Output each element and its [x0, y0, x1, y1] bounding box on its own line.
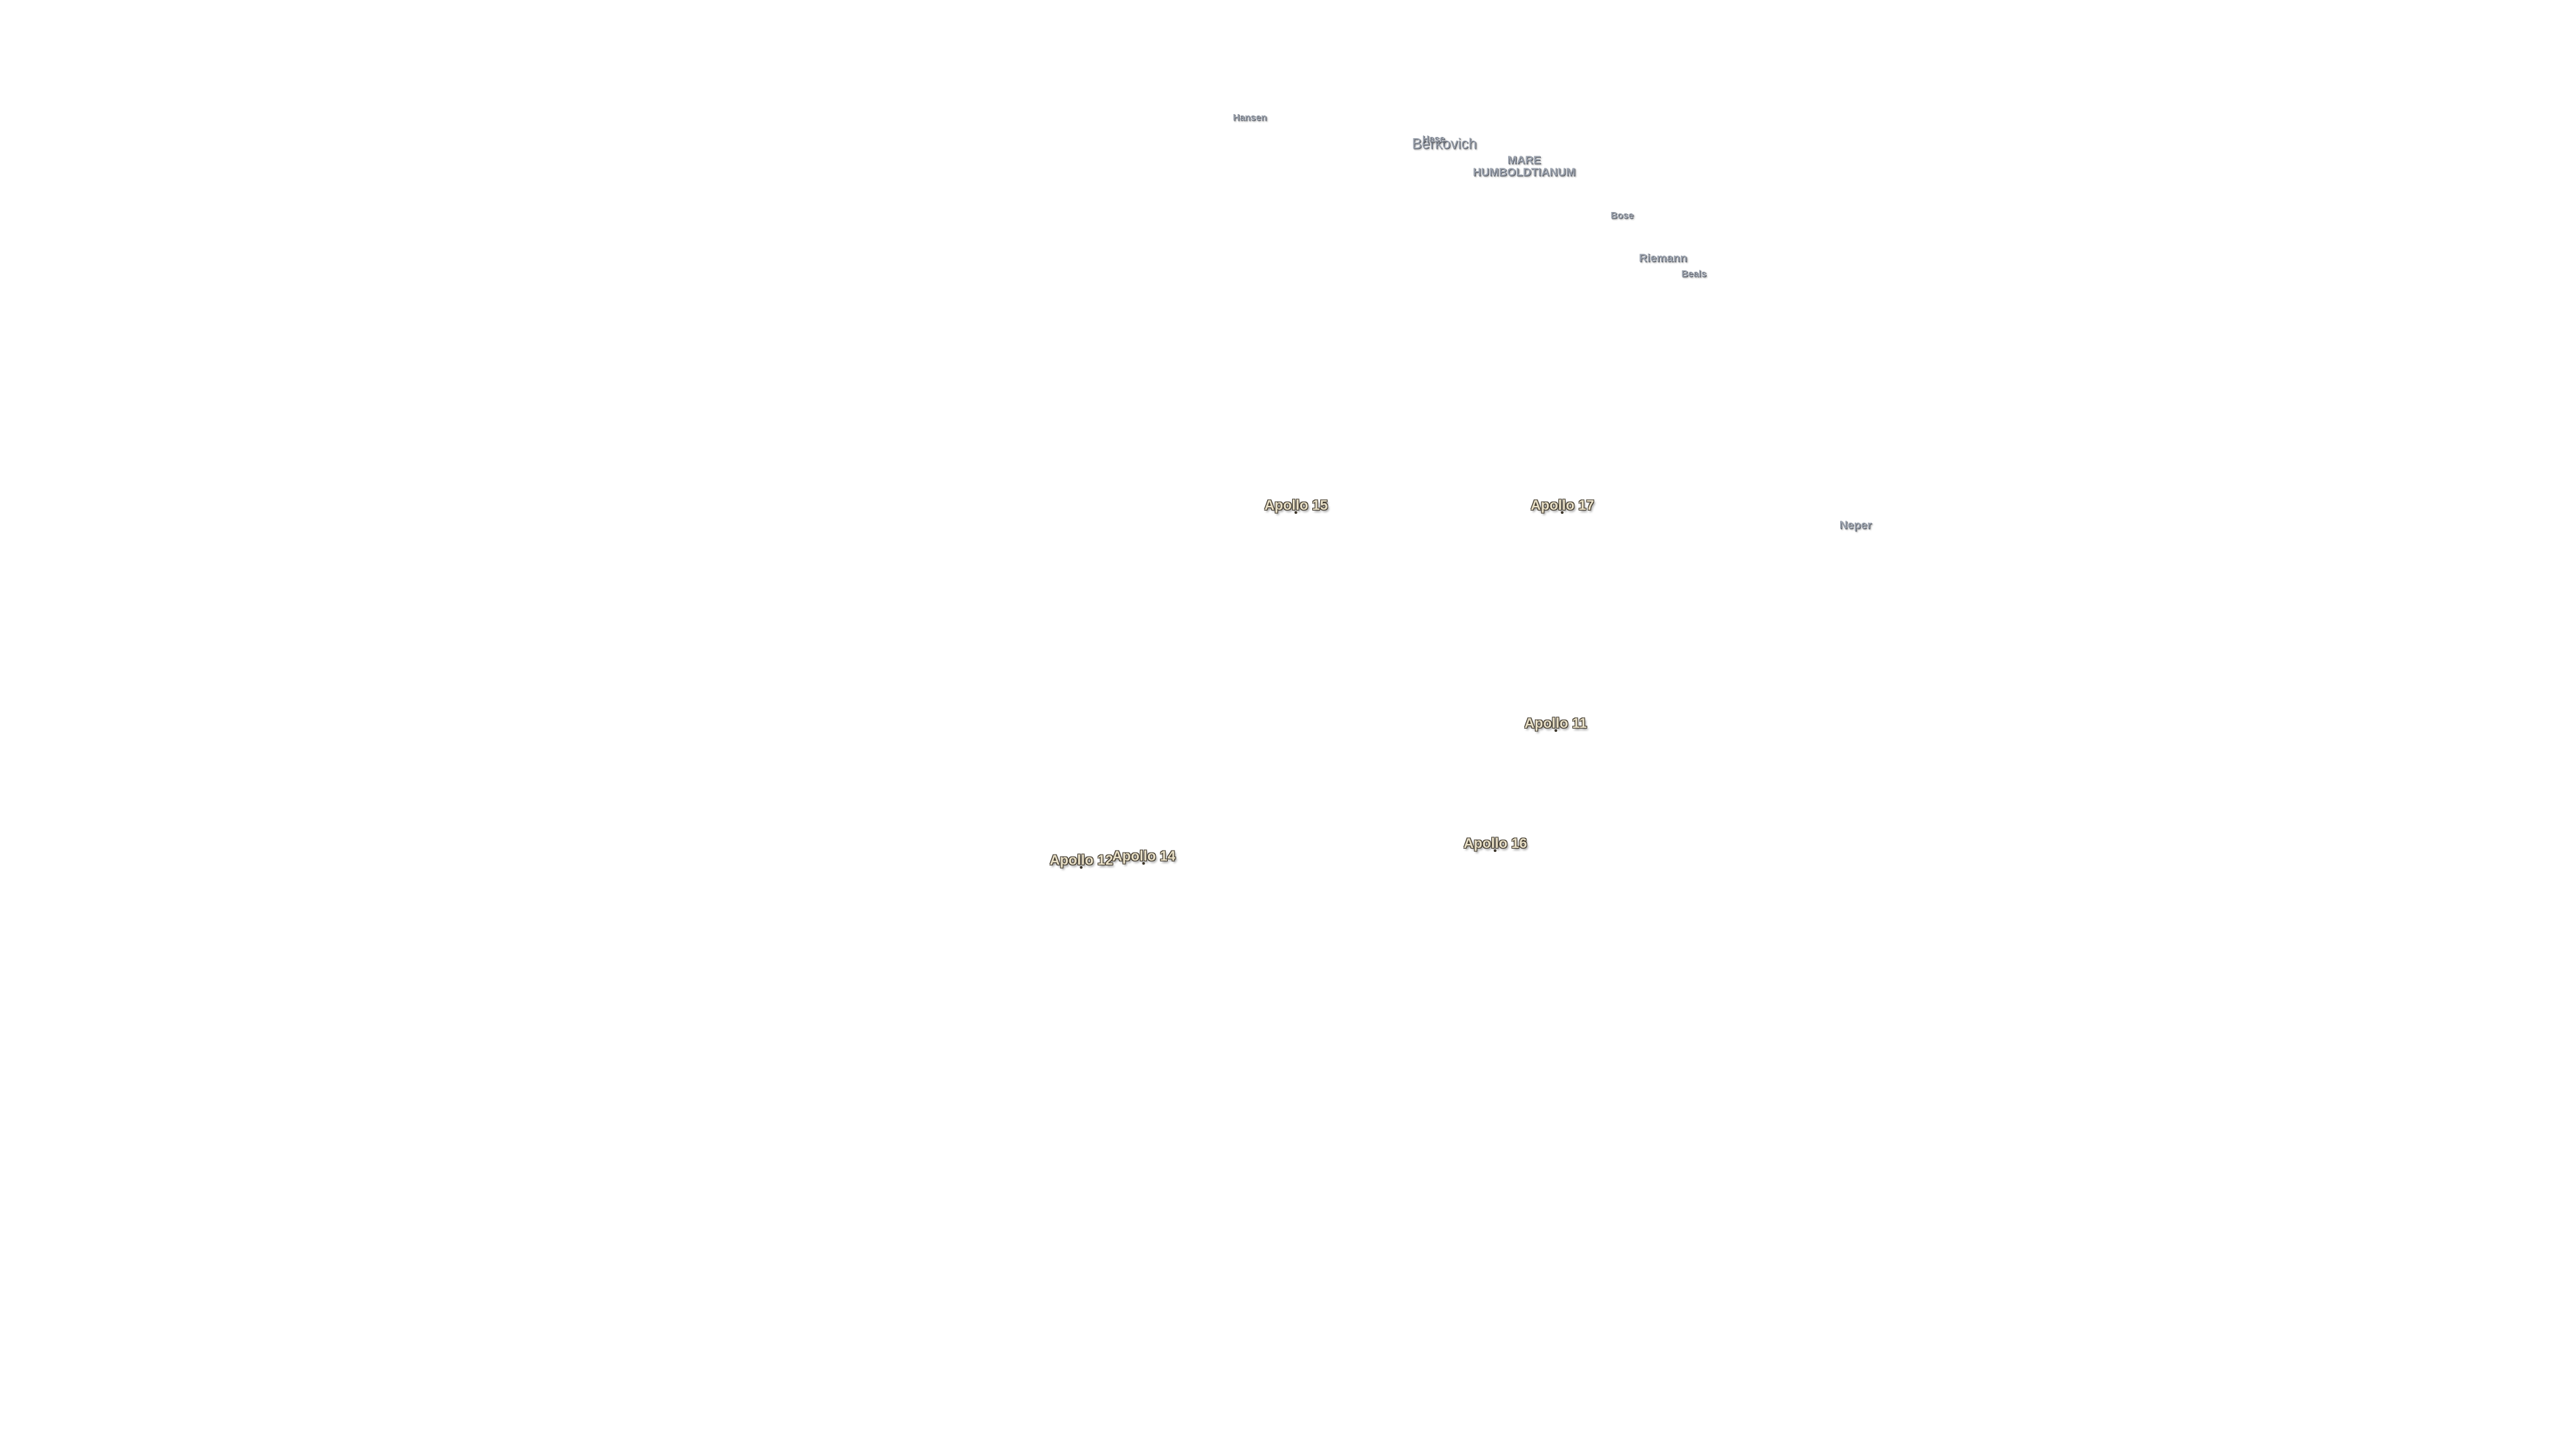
feature-label-hansen: Hansen	[1232, 111, 1267, 123]
feature-label-line: HUMBOLDTIANUM	[1472, 166, 1576, 178]
feature-label-berkovich: Berkovich	[1412, 136, 1477, 151]
landing-site-apollo-12[interactable]: Apollo 12	[1049, 853, 1114, 869]
landing-site-marker-icon	[1294, 511, 1297, 514]
feature-label-neper: Neper	[1839, 519, 1872, 531]
landing-site-apollo-17[interactable]: Apollo 17	[1530, 498, 1595, 514]
landing-site-label: Apollo 11	[1524, 716, 1587, 731]
landing-site-label: Apollo 16	[1463, 836, 1527, 851]
feature-label-hase: Hase	[1422, 133, 1445, 144]
feature-label-line: Beals	[1681, 268, 1707, 279]
feature-label-beals: Beals	[1681, 268, 1707, 279]
landing-site-marker-icon	[1079, 866, 1083, 869]
landing-site-marker-icon	[1560, 511, 1564, 514]
landing-site-apollo-16[interactable]: Apollo 16	[1464, 836, 1527, 852]
feature-label-riemann: Riemann	[1639, 252, 1687, 264]
feature-label-line: Riemann	[1639, 252, 1687, 265]
landing-site-marker-icon	[1142, 862, 1145, 865]
feature-label-line: MARE	[1507, 154, 1542, 167]
landing-site-label: Apollo 17	[1530, 498, 1595, 513]
landing-site-label: Apollo 12	[1049, 853, 1114, 868]
landing-site-apollo-14[interactable]: Apollo 14	[1112, 849, 1176, 865]
landing-site-label: Apollo 15	[1264, 498, 1328, 513]
feature-label-line: Berkovich	[1411, 135, 1477, 152]
feature-label-mare-humboldtianum: MARE HUMBOLDTIANUM	[1473, 154, 1576, 178]
landing-site-apollo-11[interactable]: Apollo 11	[1524, 716, 1587, 732]
landing-site-label: Apollo 14	[1112, 849, 1176, 864]
feature-label-line: Bose	[1610, 209, 1634, 221]
landing-site-apollo-15[interactable]: Apollo 15	[1265, 498, 1328, 514]
landing-site-marker-icon	[1493, 849, 1497, 852]
feature-label-bose: Bose	[1610, 209, 1634, 221]
landing-site-marker-icon	[1554, 729, 1557, 732]
feature-label-line: Neper	[1839, 519, 1872, 532]
feature-label-line: Hase	[1422, 133, 1445, 144]
feature-label-line: Hansen	[1232, 111, 1267, 123]
